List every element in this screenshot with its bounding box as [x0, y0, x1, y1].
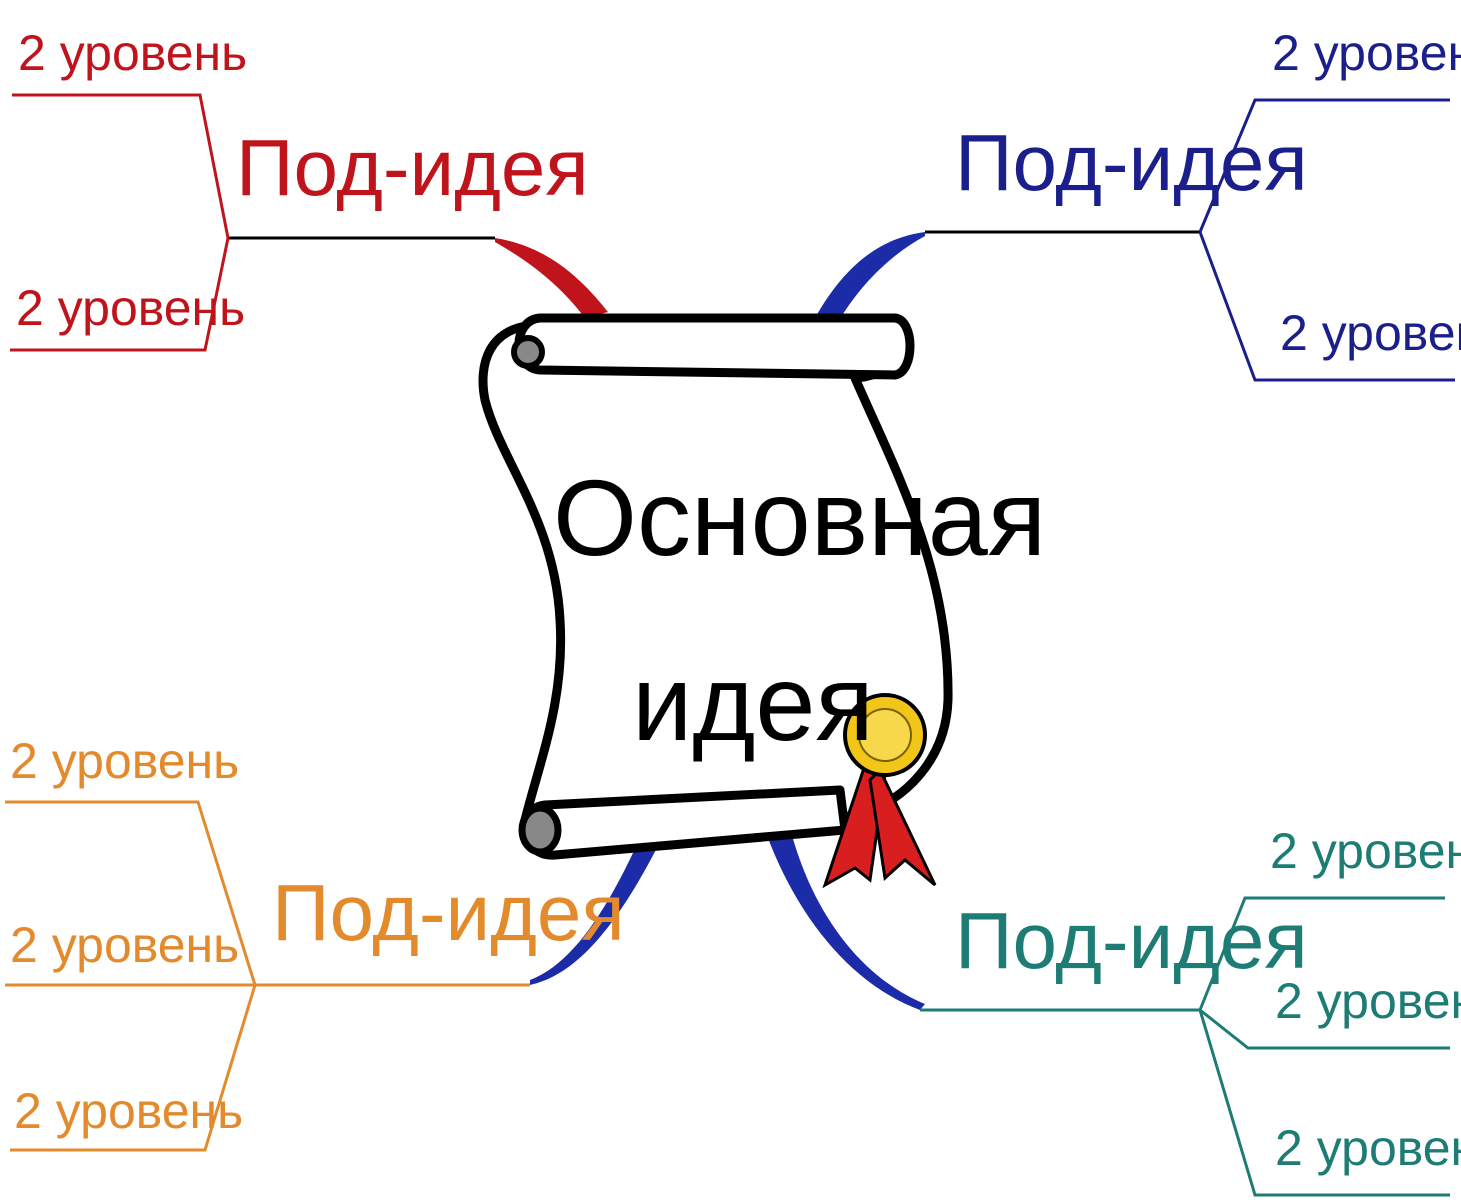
level2-label: 2 уровень — [10, 917, 239, 973]
scroll-top-roll-end — [511, 335, 545, 369]
branch-bottom-left — [5, 800, 530, 1152]
level2-label: 2 уровень — [1280, 305, 1461, 361]
branch-top-left-fork-lower — [10, 237, 230, 352]
ribbon-top-right — [815, 232, 925, 322]
branch-bottom-right-fork-middle — [1199, 1008, 1450, 1050]
level2-label: 2 уровень — [18, 25, 247, 81]
branch-top-left-fork-upper — [12, 93, 230, 239]
subidea-label-bottom-right: Под-идея — [955, 896, 1308, 985]
level2-label: 2 уровень — [14, 1083, 243, 1139]
branch-bottom-left-fork-lower — [10, 984, 257, 1152]
branch-top-left — [10, 93, 495, 352]
branch-bottom-left-fork-upper — [5, 800, 257, 986]
central-idea-line1: Основная — [553, 457, 1046, 578]
scroll-top-roll — [514, 313, 915, 380]
branch-top-right-fork-upper — [1198, 98, 1450, 233]
scroll-bottom-roll — [520, 785, 850, 860]
subidea-label-top-left: Под-идея — [236, 123, 589, 212]
seal-ribbon-right — [868, 767, 937, 887]
subidea-label-top-right: Под-идея — [955, 118, 1308, 207]
level2-label: 2 уровень — [10, 733, 239, 789]
branch-bottom-right — [920, 896, 1450, 1197]
central-scroll: Основная идея — [478, 313, 1046, 889]
level2-label: 2 уровень — [16, 280, 245, 336]
ribbon-bottom-left — [530, 838, 660, 985]
level2-label: 2 уровень — [1272, 25, 1461, 81]
scroll-bottom-roll-end — [518, 804, 562, 856]
seal-inner — [858, 708, 912, 762]
level2-label: 2 уровень — [1275, 973, 1461, 1029]
branch-bottom-right-fork-lower — [1198, 1009, 1450, 1197]
central-idea-line2: идея — [632, 642, 874, 763]
ribbon-top-left — [495, 238, 608, 318]
branch-bottom-right-fork-upper — [1198, 896, 1445, 1011]
ribbon-bottom-right — [765, 828, 925, 1010]
branch-top-right-fork-lower — [1198, 231, 1455, 382]
branch-top-right — [925, 98, 1455, 382]
level2-label: 2 уровень — [1270, 823, 1461, 879]
level2-label: 2 уровень — [1275, 1120, 1461, 1176]
subidea-label-bottom-left: Под-идея — [272, 868, 625, 957]
